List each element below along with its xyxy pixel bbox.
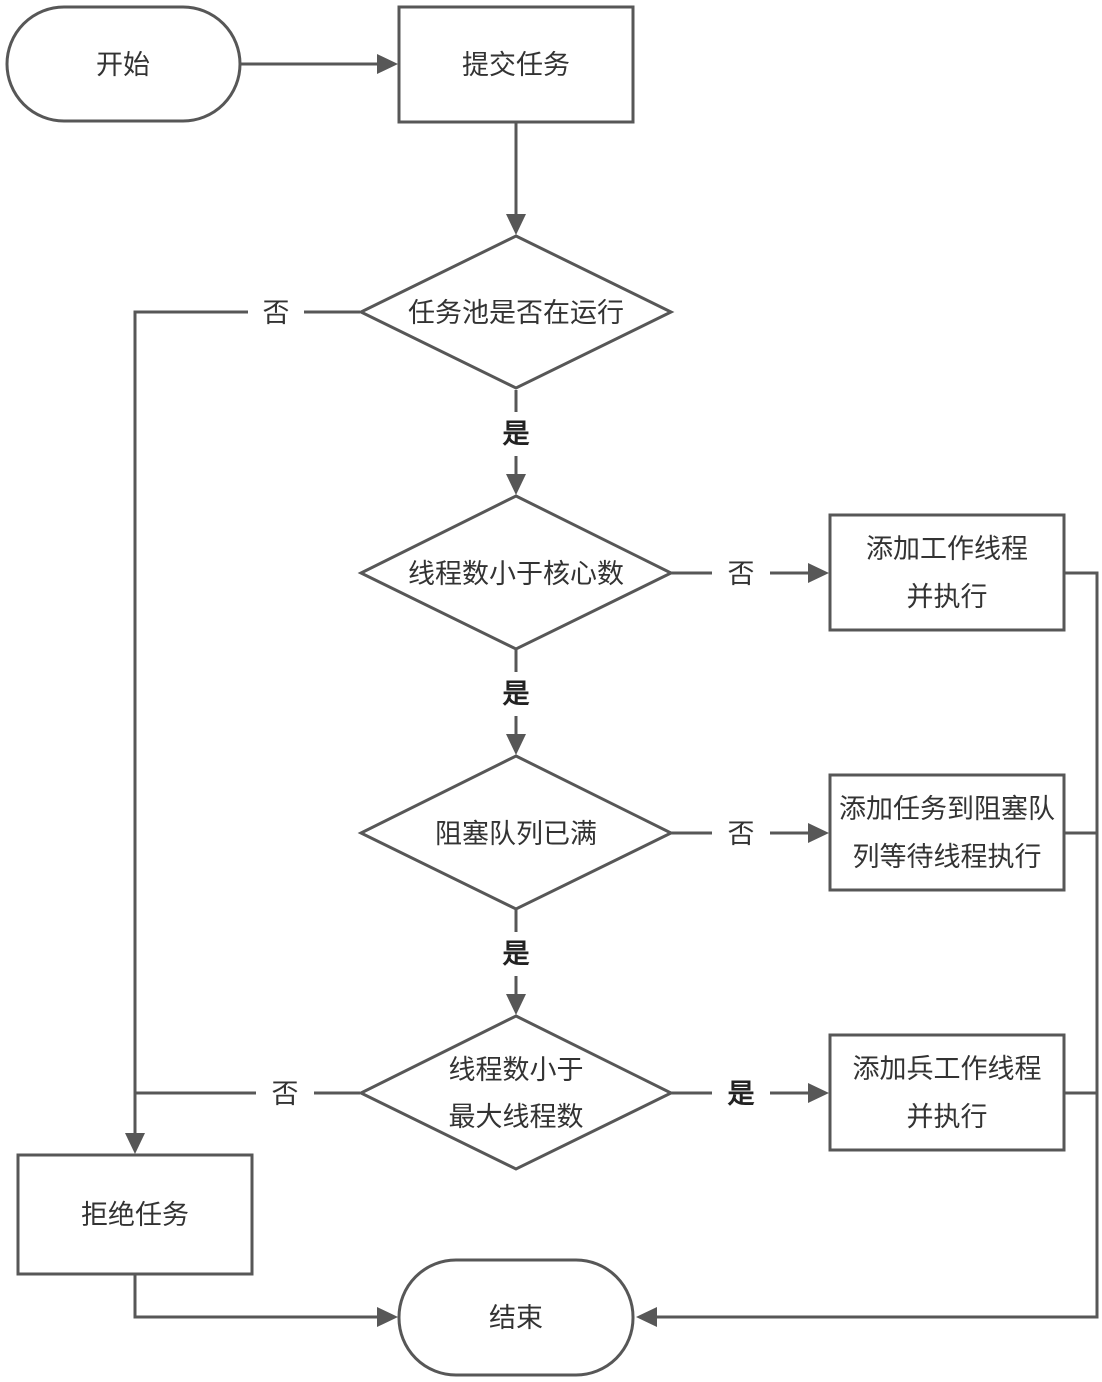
edge-reject-end xyxy=(133,1275,377,1319)
edge-label-queue-no: 否 xyxy=(728,819,755,850)
add-to-queue-node xyxy=(828,773,1066,892)
arrowhead xyxy=(377,54,398,74)
queue-full-decision xyxy=(357,754,675,911)
arrowhead xyxy=(808,823,829,843)
thread-lt-max-label-line2: 最大线程数 xyxy=(449,1102,584,1133)
arrowhead xyxy=(808,563,829,583)
arrowhead xyxy=(125,1133,145,1154)
edge-label-queue-yes: 是 xyxy=(503,939,530,970)
end-node xyxy=(397,1258,635,1377)
edge-right-rail xyxy=(657,571,1099,1319)
pool-running-label: 任务池是否在运行 xyxy=(408,298,624,329)
arrowhead xyxy=(506,734,526,755)
thread-lt-core-decision xyxy=(357,494,675,651)
pool-running-decision xyxy=(357,234,675,390)
reject-task-label: 拒绝任务 xyxy=(81,1200,189,1231)
arrowhead xyxy=(636,1307,657,1327)
arrowhead xyxy=(377,1307,398,1327)
edge-label-max-no: 否 xyxy=(272,1079,299,1110)
edge-label-pool-yes: 是 xyxy=(503,419,530,450)
add-worker-label-line1: 添加工作线程 xyxy=(866,534,1028,565)
add-worker-node xyxy=(828,513,1066,632)
end-label: 结束 xyxy=(489,1303,543,1334)
start-node xyxy=(5,5,242,123)
edge-label-pool-no: 否 xyxy=(263,298,290,329)
add-to-queue-label-line2: 列等待线程执行 xyxy=(853,842,1042,873)
edge-label-core-yes: 是 xyxy=(503,679,530,710)
thread-lt-max-label-line1: 线程数小于 xyxy=(449,1055,584,1086)
arrowhead xyxy=(506,474,526,495)
submit-task-node xyxy=(397,5,635,124)
arrowhead xyxy=(808,1083,829,1103)
thread-lt-core-label: 线程数小于核心数 xyxy=(408,559,624,590)
edge-pool-reject xyxy=(133,310,360,1133)
edge-label-max-yes: 是 xyxy=(728,1079,755,1110)
reject-task-node xyxy=(16,1153,254,1276)
edge-label-core-no: 否 xyxy=(728,559,755,590)
queue-full-label: 阻塞队列已满 xyxy=(435,819,597,850)
thread-lt-max-decision xyxy=(357,1014,675,1171)
submit-task-label: 提交任务 xyxy=(462,50,570,81)
arrowhead xyxy=(506,994,526,1015)
add-extra-worker-label-line2: 并执行 xyxy=(907,1102,988,1133)
start-label: 开始 xyxy=(96,50,150,81)
arrowhead xyxy=(506,214,526,235)
add-extra-worker-label-line1: 添加兵工作线程 xyxy=(853,1054,1042,1085)
add-to-queue-label-line1: 添加任务到阻塞队 xyxy=(839,794,1055,825)
add-extra-worker-node xyxy=(828,1033,1066,1152)
add-worker-label-line2: 并执行 xyxy=(907,582,988,613)
